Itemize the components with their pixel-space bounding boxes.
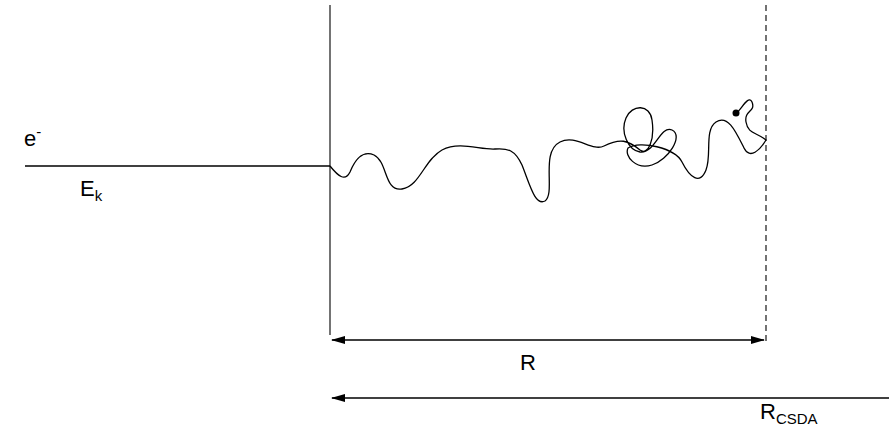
range-arrow xyxy=(332,339,764,340)
max-depth-line xyxy=(765,5,766,345)
energy-label: Ek xyxy=(80,178,102,203)
particle-label: e- xyxy=(24,124,41,150)
electron-track xyxy=(330,100,766,202)
range-label: R xyxy=(520,352,536,374)
csda-range-arrow xyxy=(332,397,889,398)
csda-range-label: RCSDA xyxy=(760,401,818,426)
surface-line xyxy=(329,5,330,335)
incident-beam xyxy=(25,165,330,166)
stop-point xyxy=(733,110,740,117)
